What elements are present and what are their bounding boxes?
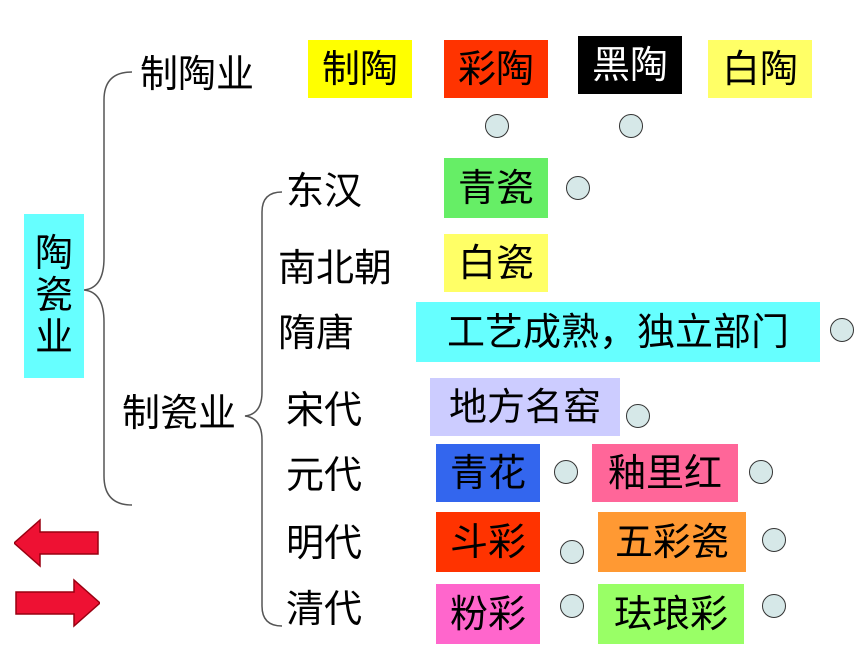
- pottery-item-caitao: 彩陶: [444, 40, 548, 98]
- item-qingci: 青瓷: [444, 158, 548, 218]
- era-mingdai: 明代: [286, 521, 363, 565]
- item-difangmingyao: 地方名窑: [430, 378, 620, 436]
- item-falangcai: 珐琅彩: [598, 584, 744, 644]
- doucai-hotspot[interactable]: [560, 540, 584, 564]
- item-gongyi: 工艺成熟，独立部门: [416, 302, 820, 362]
- porcelain-brace: [244, 191, 283, 627]
- era-donghan: 东汉: [286, 169, 363, 213]
- left-arrow-icon[interactable]: [14, 518, 100, 568]
- qingci-hotspot[interactable]: [566, 176, 590, 200]
- pottery-item-baitao: 白陶: [708, 40, 812, 98]
- era-yuandai: 元代: [286, 453, 363, 497]
- youlihong-hotspot[interactable]: [749, 460, 773, 484]
- era-qingdai: 清代: [286, 587, 363, 631]
- wucaici-hotspot[interactable]: [762, 528, 786, 552]
- pottery-label: 制陶业: [140, 52, 255, 96]
- item-fencai: 粉彩: [436, 584, 540, 644]
- era-suitang: 隋唐: [278, 311, 355, 355]
- pottery-item-heitao: 黑陶: [578, 36, 682, 94]
- era-nanbeichao: 南北朝: [278, 246, 393, 290]
- item-wucaici: 五彩瓷: [598, 512, 746, 572]
- gongyi-hotspot[interactable]: [830, 318, 854, 342]
- root-char-1: 陶: [34, 231, 73, 276]
- porcelain-label: 制瓷业: [122, 391, 237, 435]
- root-label-box: 陶 瓷 业: [24, 214, 84, 378]
- root-brace: [83, 71, 133, 506]
- heitao-hotspot[interactable]: [619, 114, 643, 138]
- era-songdai: 宋代: [286, 388, 363, 432]
- caitao-hotspot[interactable]: [485, 114, 509, 138]
- item-youlihong: 釉里红: [592, 444, 738, 502]
- fencai-hotspot[interactable]: [560, 594, 584, 618]
- right-arrow-icon[interactable]: [14, 578, 100, 628]
- root-char-2: 瓷: [34, 273, 73, 318]
- qinghua-hotspot[interactable]: [554, 460, 578, 484]
- root-char-3: 业: [34, 314, 73, 359]
- item-qinghua: 青花: [436, 444, 540, 502]
- falangcai-hotspot[interactable]: [762, 594, 786, 618]
- difangmingyao-hotspot[interactable]: [626, 404, 650, 428]
- pottery-item-zhitao: 制陶: [308, 40, 412, 98]
- item-doucai: 斗彩: [436, 512, 540, 572]
- item-baici: 白瓷: [444, 234, 548, 292]
